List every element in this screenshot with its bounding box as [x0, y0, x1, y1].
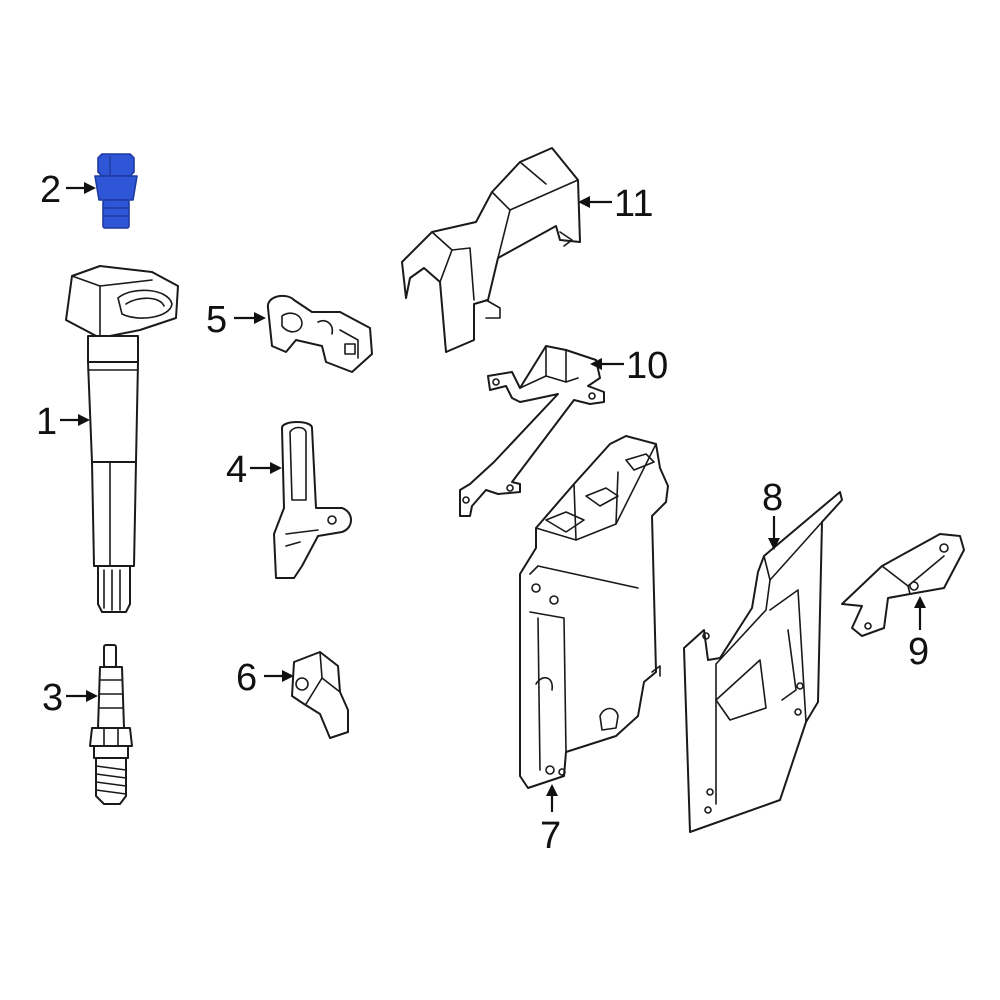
- part-8-plate[interactable]: [683, 491, 843, 833]
- callout-2[interactable]: 2: [40, 169, 61, 211]
- part-11-cover[interactable]: [401, 147, 581, 353]
- callout-11[interactable]: 11: [614, 183, 653, 225]
- leader-lines: [60, 182, 926, 812]
- part-9-bracket[interactable]: [841, 533, 965, 637]
- part-1-ignition-coil[interactable]: [65, 265, 179, 613]
- part-5-sensor[interactable]: [266, 294, 373, 373]
- callout-5[interactable]: 5: [206, 299, 227, 341]
- part-10-bracket[interactable]: [459, 345, 605, 517]
- callout-9[interactable]: 9: [908, 631, 929, 673]
- callout-3[interactable]: 3: [42, 677, 63, 719]
- part-7-control-module[interactable]: [519, 435, 669, 789]
- callout-7[interactable]: 7: [540, 815, 561, 857]
- callout-8[interactable]: 8: [762, 477, 783, 519]
- part-2-connector[interactable]: [94, 153, 138, 229]
- callout-labels: 1 2 3 4 5 6 7 8 9 10 11: [36, 169, 929, 857]
- part-3-spark-plug[interactable]: [89, 644, 133, 805]
- callout-10[interactable]: 10: [626, 345, 668, 387]
- part-6-sensor[interactable]: [291, 651, 349, 739]
- part-4-sensor[interactable]: [273, 421, 352, 579]
- callout-6[interactable]: 6: [236, 657, 257, 699]
- callout-1[interactable]: 1: [36, 401, 57, 443]
- callout-4[interactable]: 4: [226, 449, 247, 491]
